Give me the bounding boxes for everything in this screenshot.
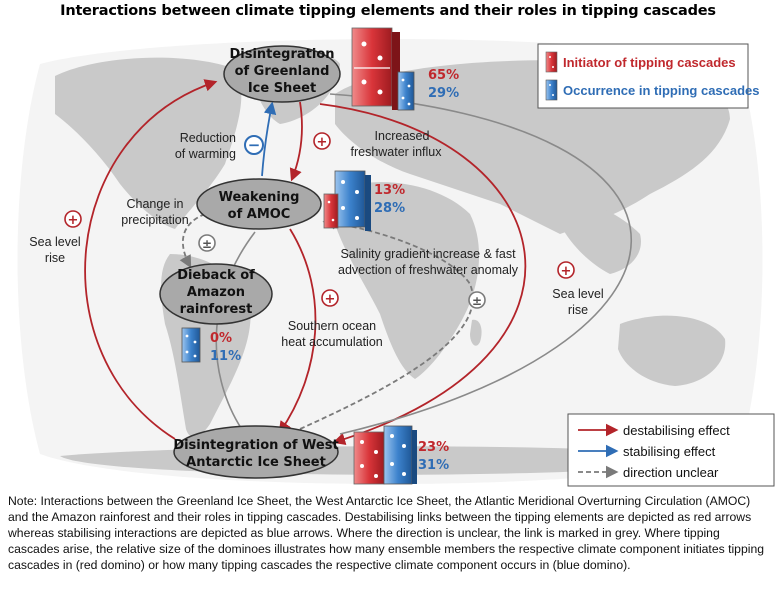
wais-label-1: Disintegration of West [173,438,338,453]
legend-dominoes: Initiator of tipping cascades Occurrence… [537,43,760,109]
link-amoc-greenland-stabilising [261,101,277,177]
node-amazon[interactable]: Dieback of Amazon rainforest [159,263,273,325]
link-amoc-wais-grey [215,231,256,435]
link-greenland-wais-grey [329,93,633,435]
amoc-red-domino [323,193,339,229]
greenland-label-3: Ice Sheet [248,81,316,96]
wais-occurrence-pct: 31% [418,458,449,473]
label-salinity-2: advection of freshwater anomaly [338,263,519,277]
link-wais-greenland-sealevel [84,79,218,440]
amazon-initiator-pct: 0% [210,331,232,346]
greenland-red-domino [351,27,393,107]
label-reduction-1: Reduction [180,131,236,145]
label-precip-2: precipitation [121,213,188,227]
node-amoc[interactable]: Weakening of AMOC [196,178,322,230]
link-greenland-wais-sealevel [319,103,527,446]
svg-text:±: ± [202,237,212,251]
amazon-label-3: rainforest [180,302,253,317]
amoc-label-1: Weakening [219,190,300,205]
svg-text:+: + [561,264,572,279]
wais-red-domino [353,431,385,485]
links [84,79,633,446]
svg-text:+: + [325,292,336,307]
link-wais-amoc-unclear [299,217,474,430]
label-salinity-1: Salinity gradient increase & fast [340,247,516,261]
greenland-initiator-pct: 65% [428,68,459,83]
label-sealevel-left-2: rise [45,251,65,265]
svg-text:−: − [248,136,261,154]
label-sealevel-right-2: rise [568,303,588,317]
wais-initiator-pct: 23% [418,440,449,455]
legend-effects: destabilising effect stabilising effect … [567,413,775,487]
sign-sea-level-right: + [557,261,575,279]
label-sealevel-right-1: Sea level [552,287,603,301]
legend-initiator: Initiator of tipping cascades [563,55,736,70]
amoc-initiator-pct: 13% [374,183,405,198]
svg-text:+: + [317,135,328,150]
amoc-blue-domino [334,170,366,228]
label-precip-1: Change in [127,197,184,211]
label-southern-2: heat accumulation [281,335,383,349]
amazon-label-2: Amazon [187,285,245,300]
sign-southern-ocean: + [321,289,339,307]
node-greenland[interactable]: Disintegration of Greenland Ice Sheet [223,45,341,103]
svg-text:+: + [68,213,79,228]
amazon-dominoes: 0% 11% [181,327,241,364]
amoc-occurrence-pct: 28% [374,201,405,216]
sign-markers: − + ± + + ± + [64,132,575,309]
label-freshwater-2: freshwater influx [350,145,442,159]
greenland-blue-domino [397,71,415,111]
label-freshwater-1: Increased [375,129,430,143]
sign-salinity: ± [468,291,486,309]
label-southern-1: Southern ocean [288,319,376,333]
link-amoc-amazon-unclear [179,213,206,269]
amazon-blue-domino [181,327,201,363]
tipping-cascade-diagram: Disintegration of Greenland Ice Sheet We… [17,27,775,487]
wais-dominoes: 23% 31% [353,425,449,485]
wais-blue-domino [383,425,413,485]
legend-occurrence: Occurrence in tipping cascades [563,83,760,98]
node-wais[interactable]: Disintegration of West Antarctic Ice She… [173,425,339,479]
greenland-label-1: Disintegration [229,47,334,62]
label-sealevel-left-1: Sea level [29,235,80,249]
link-greenland-amoc-destabilising [289,101,303,182]
amazon-occurrence-pct: 11% [210,349,241,364]
page-title: Interactions between climate tipping ele… [60,3,716,19]
sign-sea-level-left: + [64,210,82,228]
legend-stabilising: stabilising effect [623,444,716,459]
link-amoc-wais-southern-ocean [278,228,317,435]
amoc-dominoes: 13% 28% [323,170,405,231]
greenland-label-2: of Greenland [235,64,330,79]
label-reduction-2: of warming [175,147,236,161]
sign-reduction-warming: − [244,135,264,155]
figure-note: Note: Interactions between the Greenland… [8,494,764,572]
svg-text:±: ± [472,294,482,308]
greenland-occurrence-pct: 29% [428,86,459,101]
greenland-dominoes: 65% 29% [351,27,459,111]
sign-precipitation: ± [198,234,216,252]
sign-freshwater-influx: + [313,132,331,150]
amoc-label-2: of AMOC [228,207,291,222]
wais-label-2: Antarctic Ice Sheet [186,455,326,470]
legend-unclear: direction unclear [623,465,719,480]
amazon-label-1: Dieback of [177,268,255,283]
legend-destabilising: destabilising effect [623,423,730,438]
link-labels: Reduction of warming Increased freshwate… [29,129,603,349]
